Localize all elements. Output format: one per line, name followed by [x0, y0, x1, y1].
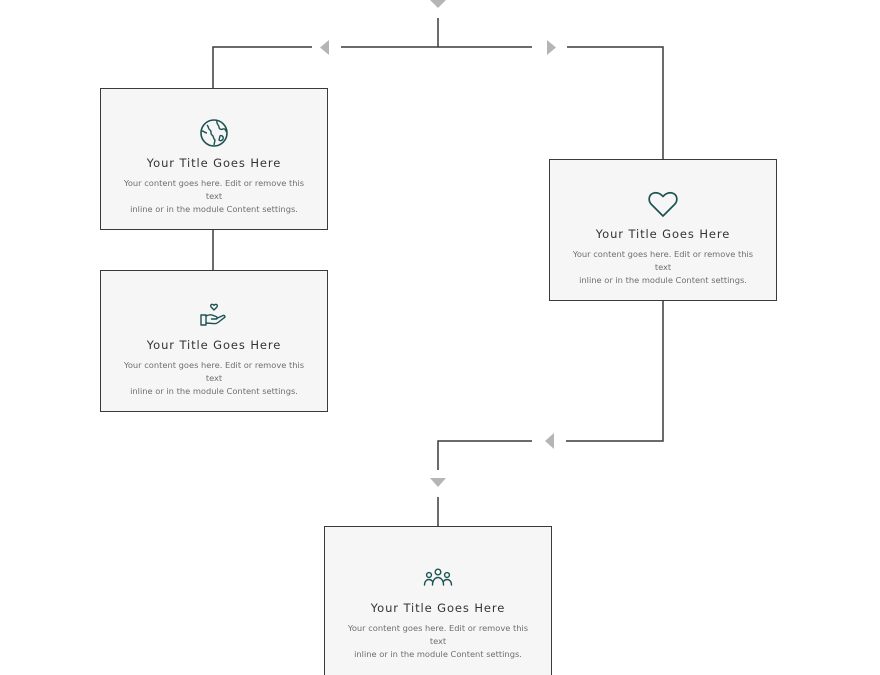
people-group-icon — [423, 568, 453, 586]
card-title: Your Title Goes Here — [146, 338, 282, 352]
card-body-text: Your content goes here. Edit or remove t… — [568, 248, 758, 287]
arrow-down-icon — [430, 0, 446, 8]
globe-icon — [200, 119, 228, 147]
card-title: Your Title Goes Here — [146, 156, 282, 170]
card-body-line: Your content goes here. Edit or remove t… — [123, 178, 305, 201]
card-body-text: Your content goes here. Edit or remove t… — [343, 622, 533, 661]
arrow-left-icon — [545, 433, 554, 449]
card-body-text: Your content goes here. Edit or remove t… — [119, 359, 309, 398]
card-body-line: Your content goes here. Edit or remove t… — [123, 360, 305, 383]
heart-icon — [648, 191, 678, 217]
card-body-text: Your content goes here. Edit or remove t… — [119, 177, 309, 216]
card-title: Your Title Goes Here — [595, 227, 731, 241]
connector-line — [567, 46, 664, 159]
card-body-line: inline or in the module Content settings… — [579, 275, 747, 285]
connector-line — [437, 440, 532, 470]
arrow-right-icon — [547, 40, 556, 55]
step-card-1: Your Title Goes Here Your content goes h… — [100, 88, 328, 230]
card-body-line: inline or in the module Content settings… — [130, 386, 298, 396]
card-body-line: Your content goes here. Edit or remove t… — [347, 623, 529, 646]
arrow-left-icon — [320, 40, 329, 55]
hand-heart-icon — [200, 303, 226, 326]
card-body-line: inline or in the module Content settings… — [354, 649, 522, 659]
step-card-2: Your Title Goes Here Your content goes h… — [549, 159, 777, 301]
card-body-line: inline or in the module Content settings… — [130, 204, 298, 214]
arrow-down-icon — [430, 478, 446, 487]
connector-line — [212, 46, 312, 88]
card-body-line: Your content goes here. Edit or remove t… — [572, 249, 754, 272]
connector-line — [566, 300, 664, 442]
step-card-3: Your Title Goes Here Your content goes h… — [100, 270, 328, 412]
step-card-4: Your Title Goes Here Your content goes h… — [324, 526, 552, 675]
card-title: Your Title Goes Here — [370, 601, 506, 615]
